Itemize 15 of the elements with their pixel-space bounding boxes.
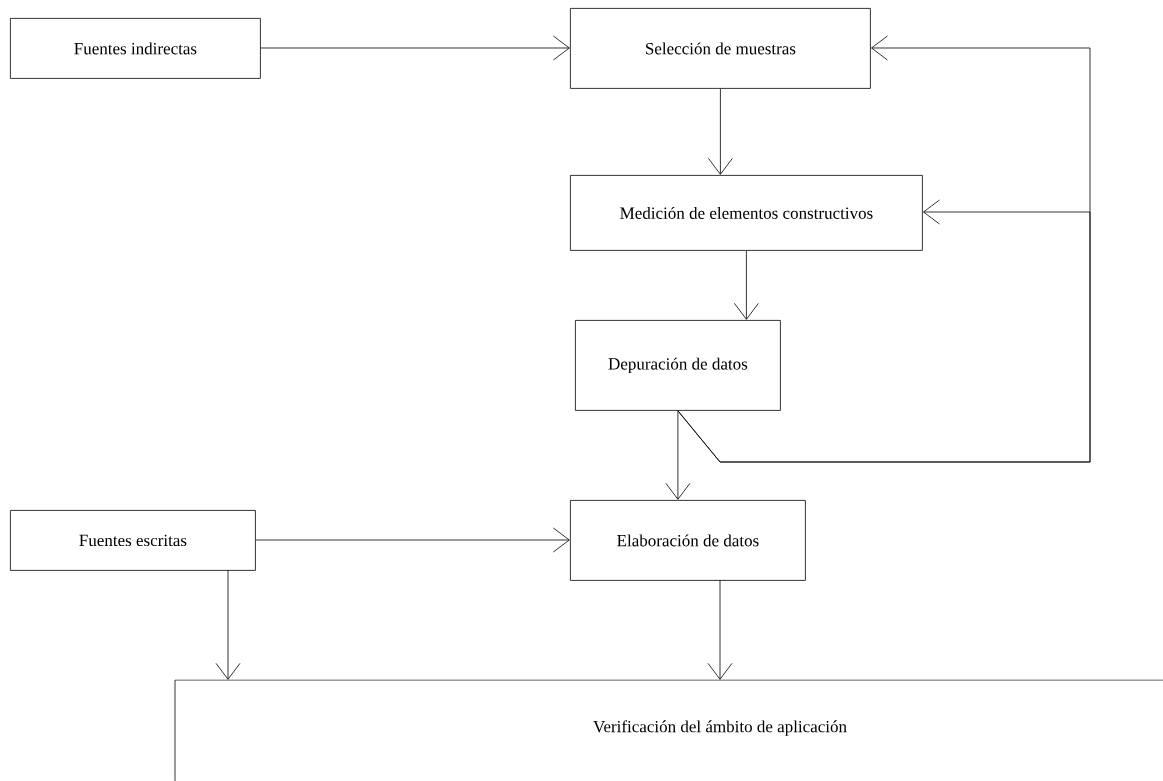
process-box: Fuentes escritas bbox=[10, 510, 256, 571]
process-box: Depuración de datos bbox=[575, 320, 781, 411]
arrow bbox=[708, 88, 733, 175]
arrow bbox=[255, 527, 570, 553]
arrow bbox=[734, 250, 759, 320]
process-box: Fuentes indirectas bbox=[10, 18, 261, 79]
arrow bbox=[707, 579, 733, 680]
frame-heading: Verificación del ámbito de aplicación bbox=[174, 679, 1163, 781]
process-box: Elaboración de datos bbox=[570, 500, 806, 581]
arrow bbox=[260, 35, 570, 61]
arrow bbox=[677, 199, 1091, 463]
process-box: Medición de elementos constructivos bbox=[570, 175, 923, 251]
process-box: Selección de muestras bbox=[570, 8, 871, 89]
arrow bbox=[665, 410, 691, 500]
arrow bbox=[215, 569, 241, 680]
